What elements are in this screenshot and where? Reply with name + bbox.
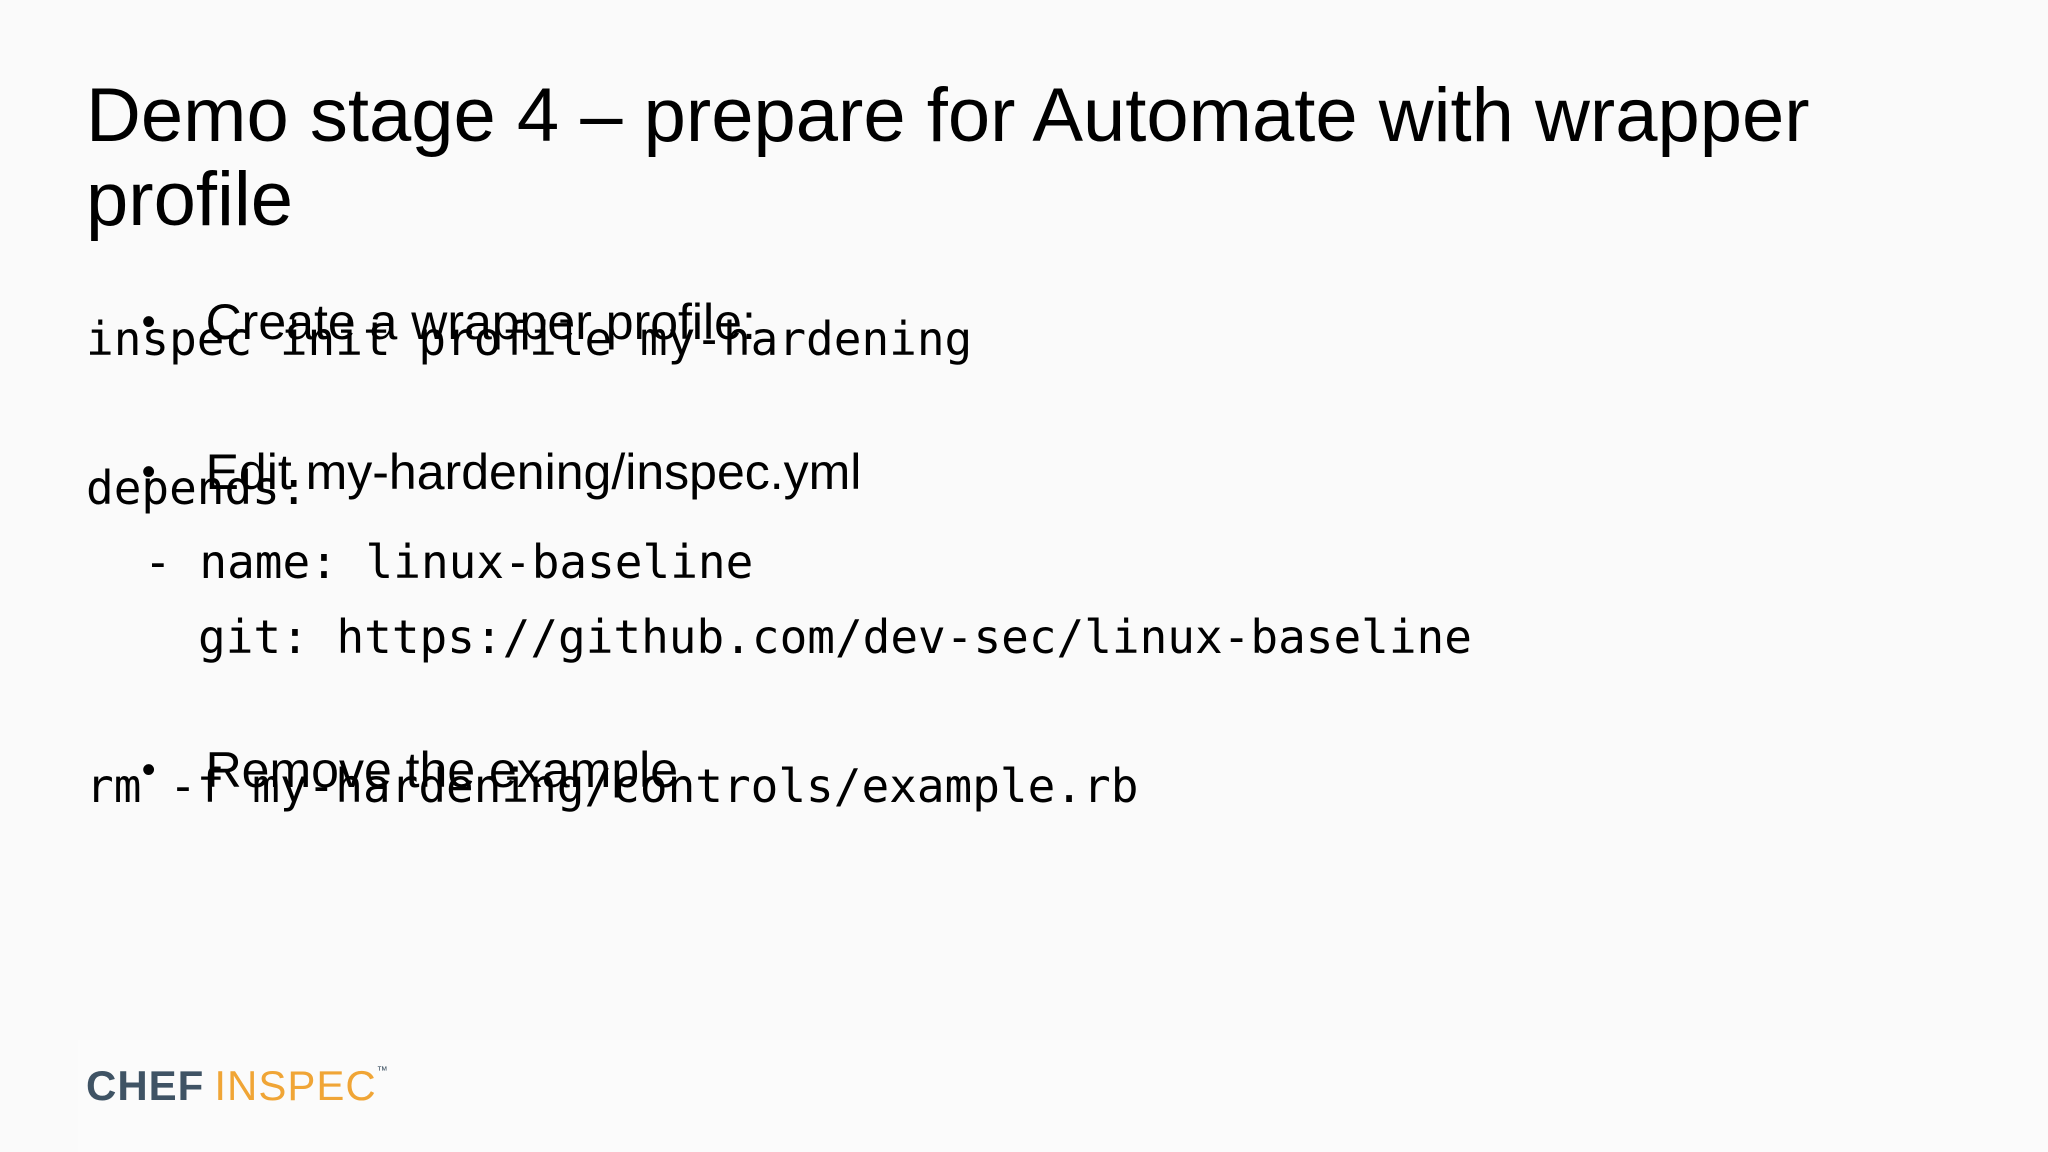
logo-inspec-text: INSPEC [214, 1062, 377, 1109]
logo-chef-text: CHEF [86, 1062, 205, 1109]
bullet-icon: • [141, 748, 156, 792]
bullet-text: Create a wrapper profile: [205, 294, 756, 350]
bullet-text: Edit my-hardening/inspec.yml [205, 444, 862, 500]
footer-band [78, 1040, 2048, 1152]
slide-title: Demo stage 4 – prepare for Automate with… [86, 73, 1810, 242]
code-line-depends: depends: [86, 461, 308, 515]
bullet-item-edit-yml: • Edit my-hardening/inspec.yml [86, 382, 862, 562]
bullet-item-create-profile: • Create a wrapper profile: [86, 232, 756, 412]
code-line-rm: rm -f my-hardening/controls/example.rb [86, 759, 1139, 813]
bullet-icon: • [141, 450, 156, 494]
bullet-item-remove-example: • Remove the example [86, 680, 678, 860]
logo-trademark: ™ [376, 1065, 389, 1077]
code-line-git: git: https://github.com/dev-sec/linux-ba… [198, 610, 1472, 664]
code-line-name: - name: linux-baseline [144, 535, 754, 589]
bullet-icon: • [141, 300, 156, 344]
bullet-text: Remove the example [205, 742, 679, 798]
code-line-inspec-init: inspec init profile my-hardening [86, 312, 973, 366]
